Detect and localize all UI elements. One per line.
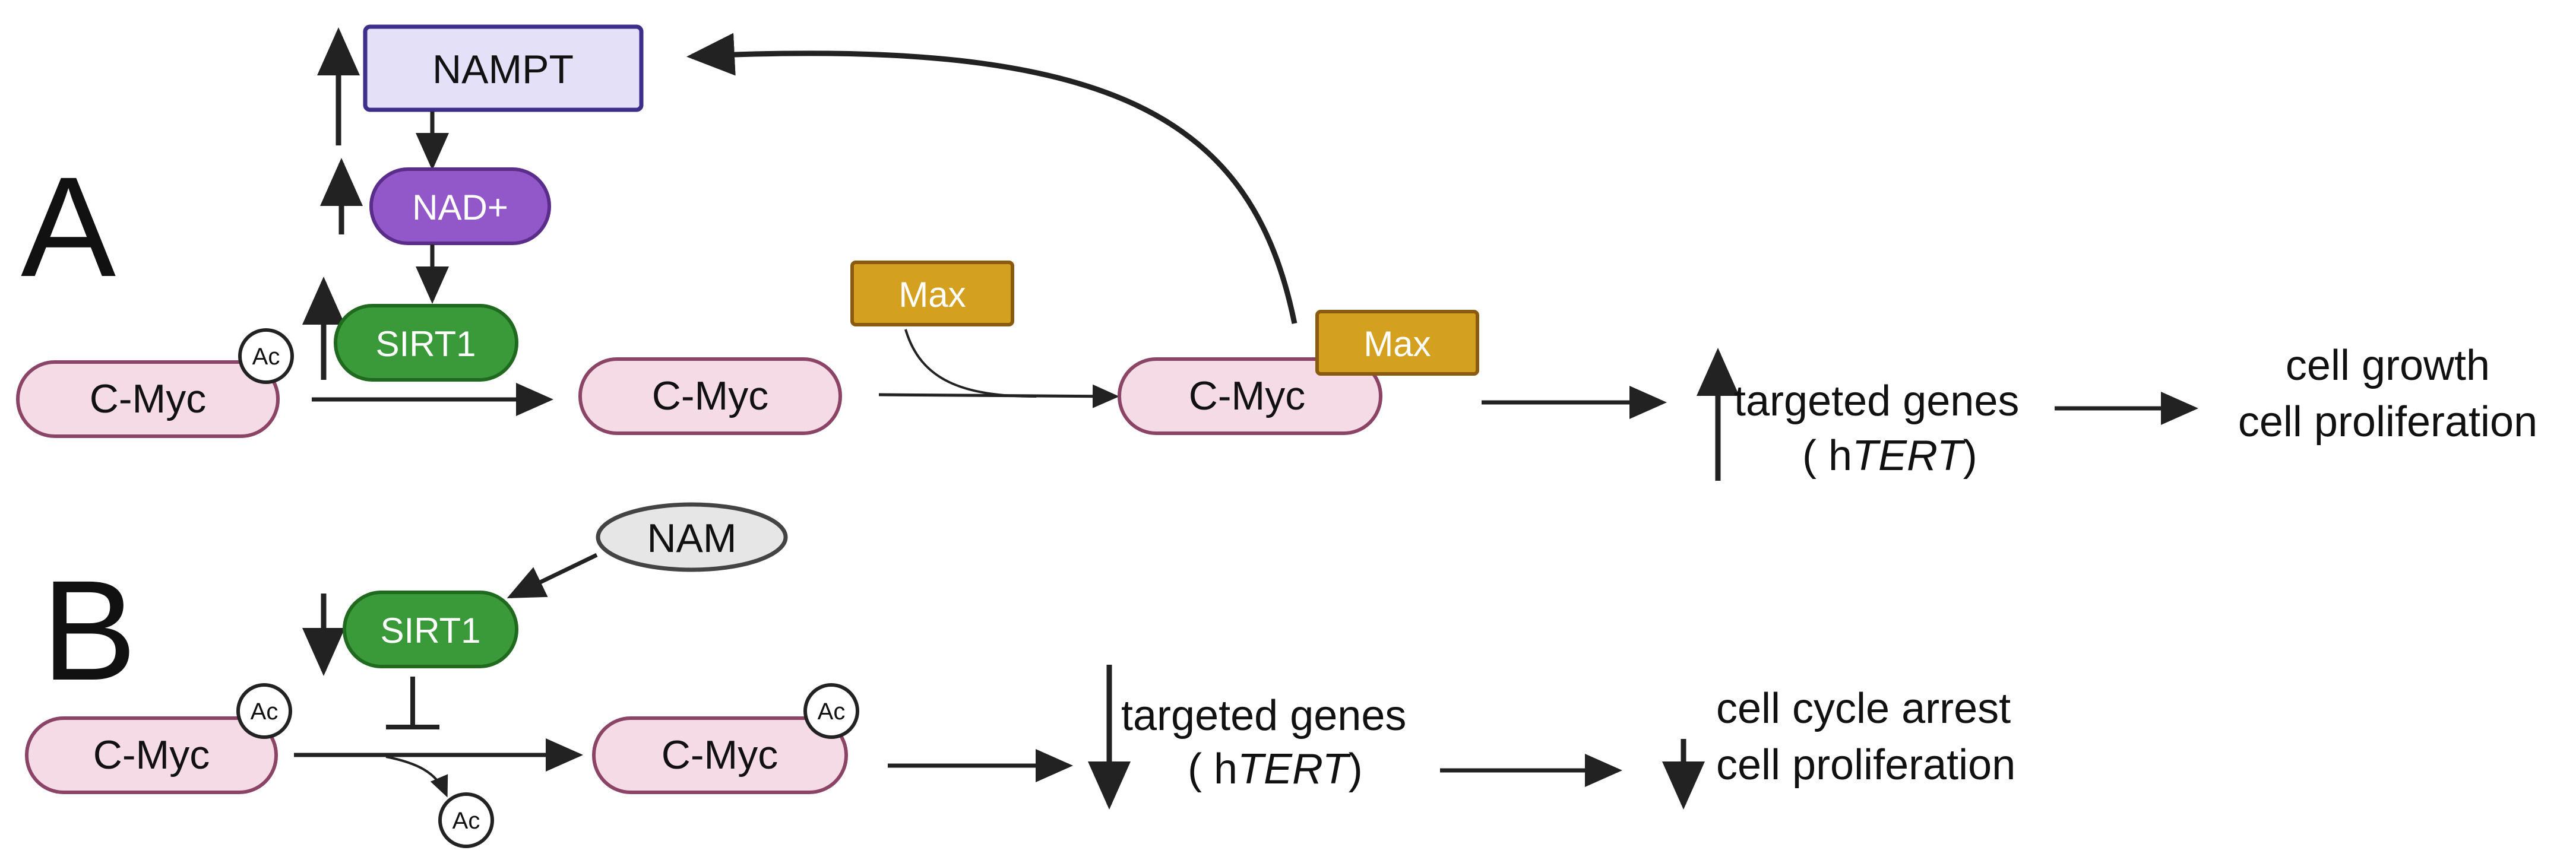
max-binding-arrow [878,384,1119,408]
panel-b-label: B [42,551,137,710]
max-label-free: Max [898,275,966,315]
targeted-genes-label-a: targeted genes [1734,377,2019,425]
nam-to-sirt1-arrow [507,553,598,599]
cmyc-label-b2: C-Myc [662,732,778,778]
acetyl-badge-b2: Ac [803,683,859,739]
htert-label-a: ( hTERT) [1802,432,1977,480]
acetyl-label-a: Ac [252,344,280,370]
cell-growth-label: cell growth [2286,342,2490,389]
nam-label: NAM [647,516,736,561]
nampt-label: NAMPT [432,47,574,92]
acetyl-label-released: Ac [452,808,480,834]
cmyc-label-a2: C-Myc [652,373,768,418]
htert-label-b: ( hTERT) [1188,745,1363,793]
max-node-free: Max [850,261,1014,326]
acetyl-label-b2: Ac [818,699,846,725]
cmyc-label-a1: C-Myc [90,376,206,421]
cmyc-acetylated-a: C-Myc [16,360,280,438]
panel-a-label: A [21,147,116,306]
nampt-node: NAMPT [363,24,644,112]
acetyl-release-curve [385,756,448,798]
cmyc-label-b1: C-Myc [93,732,210,778]
nad-node: NAD+ [369,167,551,245]
sirt1-node-a: SIRT1 [334,304,518,382]
acetyl-badge-released: Ac [438,792,494,848]
cmyc-max-complex: C-Myc Max [1118,310,1479,435]
max-node-bound [1315,310,1479,376]
feedback-arrow-to-nampt [686,33,1298,324]
cell-proliferation-label-b: cell proliferation [1716,741,2015,789]
cell-cycle-arrest-label: cell cycle arrest [1716,685,2011,732]
cmyc-acetylated-b2: C-Myc [592,716,848,794]
inhibition-marker [386,677,439,729]
cell-proliferation-label-a: cell proliferation [2238,398,2537,446]
max-label-bound: Max [1363,324,1431,364]
acetyl-badge-b1: Ac [236,683,292,739]
nad-label: NAD+ [412,188,508,227]
sirt1-node-b: SIRT1 [343,591,518,668]
cmyc-acetylated-b1: C-Myc [25,716,278,794]
acetyl-label-b1: Ac [251,699,279,725]
nam-node: NAM [596,502,788,572]
cmyc-label-a3: C-Myc [1189,373,1305,418]
targeted-genes-label-b: targeted genes [1121,692,1406,740]
sirt1-label-a: SIRT1 [376,324,476,364]
acetyl-badge-a: Ac [238,328,294,384]
cmyc-deacetylated-a: C-Myc [578,357,842,435]
sirt1-label-b: SIRT1 [381,611,481,650]
max-binding-curve [904,329,1037,398]
